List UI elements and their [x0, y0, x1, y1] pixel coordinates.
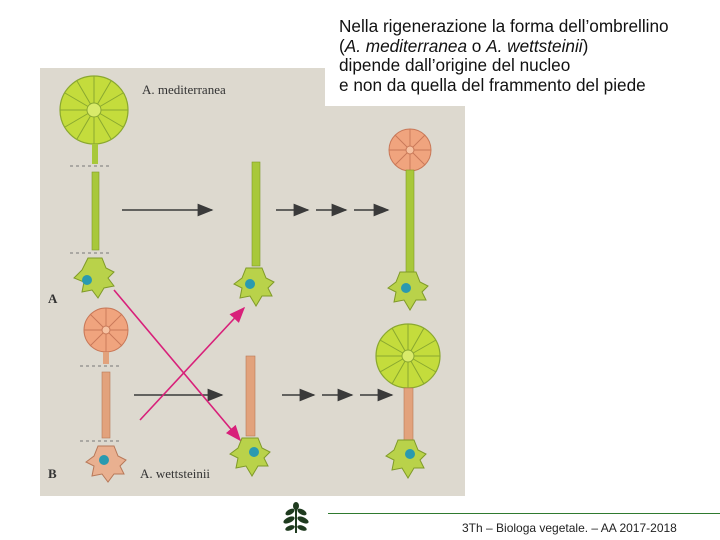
- footer-text: 3Th – Biologa vegetale. – AA 2017-2018: [462, 521, 677, 535]
- orange-cap-small: [389, 129, 431, 171]
- row-b-letter: B: [48, 466, 57, 481]
- caption-line-3: dipende dall’origine del nucleo: [339, 56, 720, 76]
- row-a-letter: A: [48, 291, 58, 306]
- footer-divider: [328, 513, 720, 514]
- label-b-wettsteinii: A. wettsteinii: [140, 466, 210, 481]
- a-mediterranea-whole-cell: [60, 76, 128, 298]
- orange-cap-small: [84, 308, 128, 352]
- caption-line-2: (A. mediterranea o A. wettsteinii): [339, 37, 720, 57]
- caption-species-2: A. wettsteinii: [486, 36, 582, 56]
- caption-box: Nella rigenerazione la forma dell’ombrel…: [325, 8, 720, 106]
- nucleus-icon: [82, 275, 92, 285]
- caption-conjunction: o: [467, 36, 486, 56]
- b-right-regenerated-cell: [376, 324, 440, 478]
- a-wettsteinii-whole-cell: [80, 308, 128, 482]
- magenta-arrow-a-to-b: [114, 290, 240, 440]
- leaf-sprig-icon: [281, 501, 311, 535]
- nucleus-icon: [249, 447, 259, 457]
- label-a-mediterranea: A. mediterranea: [142, 82, 226, 97]
- caption-line-1: Nella rigenerazione la forma dell’ombrel…: [339, 17, 720, 37]
- nucleus-icon: [401, 283, 411, 293]
- caption-paren-close: ): [583, 36, 589, 56]
- green-cap-large: [376, 324, 440, 388]
- nucleus-icon: [99, 455, 109, 465]
- nucleus-icon: [405, 449, 415, 459]
- acetabularia-diagram: A. mediterranea A: [40, 68, 465, 496]
- a-middle-green-stalk: [234, 162, 274, 306]
- a-right-regenerated-cell: [388, 129, 431, 310]
- caption-line-4: e non da quella del frammento del piede: [339, 76, 720, 96]
- green-cap-large: [60, 76, 128, 144]
- magenta-arrow-b-to-a: [140, 308, 244, 420]
- b-middle-orange-stalk: [230, 356, 270, 476]
- caption-species-1: A. mediterranea: [345, 36, 467, 56]
- figure-panel: A. mediterranea A: [40, 68, 465, 496]
- nucleus-icon: [245, 279, 255, 289]
